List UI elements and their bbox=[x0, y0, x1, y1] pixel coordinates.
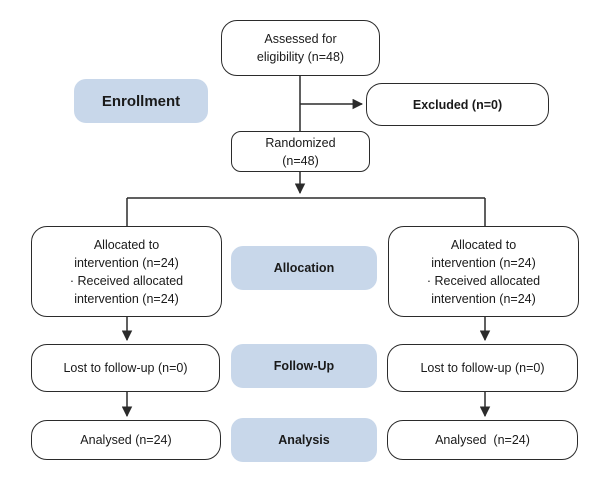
left-allocated-line-3: · Received allocated bbox=[69, 273, 184, 288]
left-lost-label: Lost to follow-up (n=0) bbox=[63, 361, 188, 375]
assessed-box: Assessed for eligibility (n=48) bbox=[221, 20, 380, 76]
excluded-label: Excluded (n=0) bbox=[412, 97, 503, 112]
assessed-line-2: eligibility (n=48) bbox=[256, 50, 345, 64]
left-analysed-label: Analysed (n=24) bbox=[80, 433, 172, 447]
stage-analysis: Analysis bbox=[231, 418, 377, 462]
right-allocated-line-4: intervention (n=24) bbox=[431, 291, 536, 306]
right-allocated-line-1: Allocated to bbox=[450, 237, 517, 252]
left-analysed-box: Analysed (n=24) bbox=[31, 420, 221, 460]
randomized-box: Randomized (n=48) bbox=[231, 131, 370, 172]
right-analysed-label: Analysed (n=24) bbox=[435, 433, 530, 447]
left-allocated-line-4: intervention (n=24) bbox=[74, 291, 179, 306]
left-lost-box: Lost to follow-up (n=0) bbox=[31, 344, 220, 392]
left-allocated-line-1: Allocated to bbox=[93, 237, 160, 252]
stage-enrollment: Enrollment bbox=[74, 79, 208, 123]
stage-follow-up: Follow-Up bbox=[231, 344, 377, 388]
right-analysed-box: Analysed (n=24) bbox=[387, 420, 578, 460]
left-allocated-box: Allocated to intervention (n=24) · Recei… bbox=[31, 226, 222, 317]
right-allocated-box: Allocated to intervention (n=24) · Recei… bbox=[388, 226, 579, 317]
stage-allocation: Allocation bbox=[231, 246, 377, 290]
randomized-line-2: (n=48) bbox=[282, 153, 319, 168]
assessed-line-1: Assessed for bbox=[264, 32, 337, 46]
right-allocated-line-2: intervention (n=24) bbox=[431, 255, 536, 270]
randomized-line-1: Randomized bbox=[265, 135, 336, 150]
excluded-box: Excluded (n=0) bbox=[366, 83, 549, 126]
right-lost-box: Lost to follow-up (n=0) bbox=[387, 344, 578, 392]
right-lost-label: Lost to follow-up (n=0) bbox=[420, 361, 545, 375]
right-allocated-line-3: · Received allocated bbox=[426, 273, 541, 288]
left-allocated-line-2: intervention (n=24) bbox=[74, 255, 179, 270]
